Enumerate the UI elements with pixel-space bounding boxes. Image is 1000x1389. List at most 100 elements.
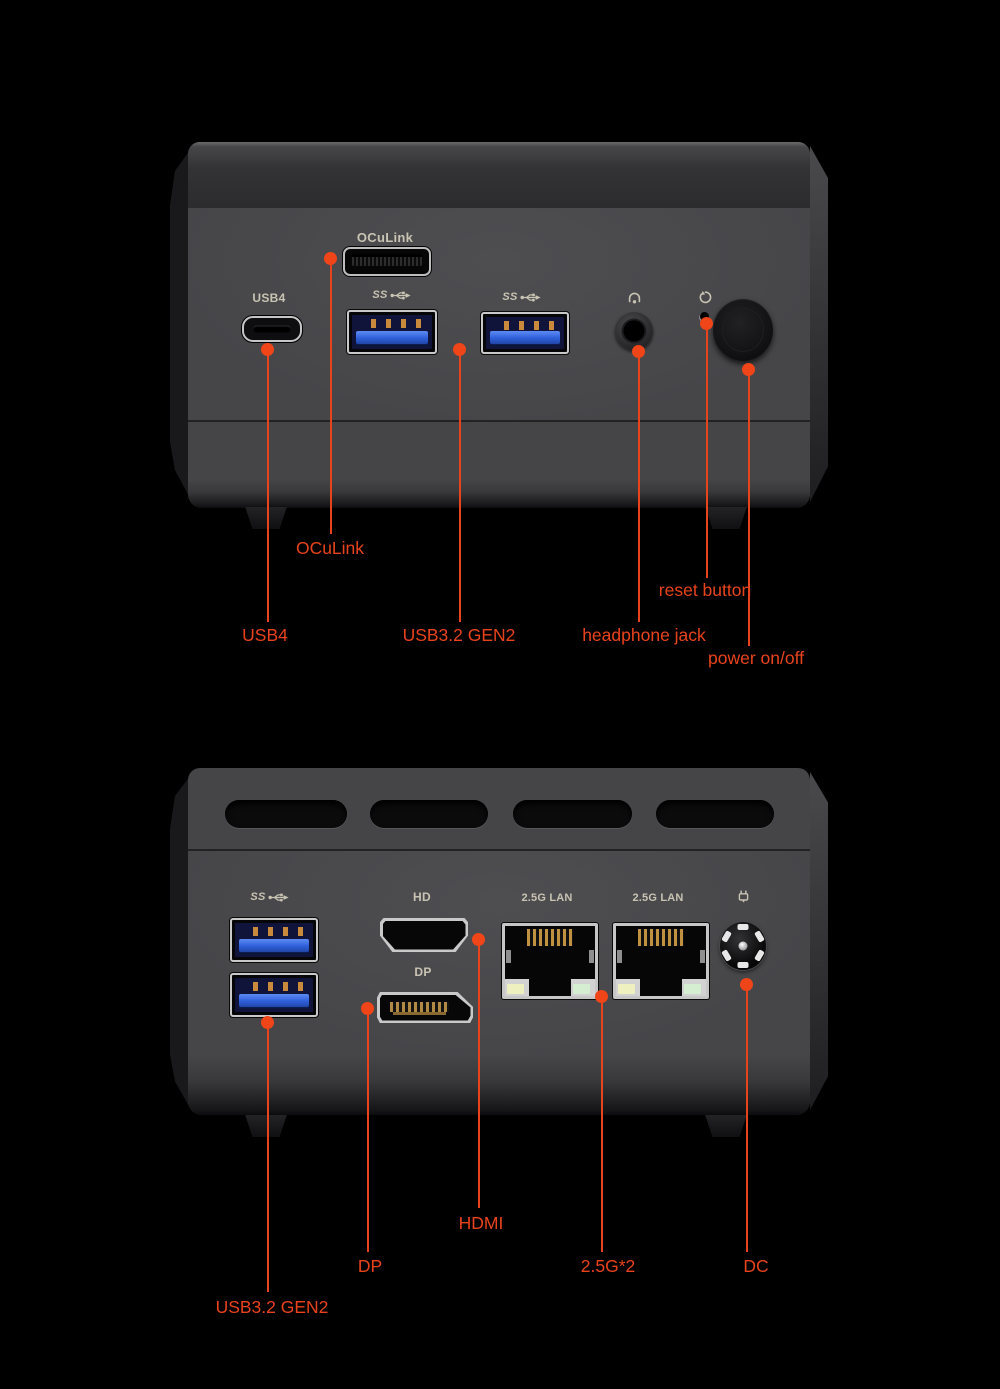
callout-label-oculink: OCuLink [295,538,365,558]
callout-label-usb4: USB4 [242,625,288,645]
rear-panel-photo: SS HD DP 2.5G LAN 2.5G LAN [170,768,828,1150]
callout-label-lan: 2.5G*2 [580,1256,636,1276]
bevel-highlight [813,168,825,226]
dc-plug-icon [738,890,749,903]
callout-line-usb32 [267,1022,269,1292]
usb-a-blue-tongue [356,331,428,344]
rubber-foot [245,507,287,529]
usb-a-port [230,973,318,1017]
rj45-led-housing [682,979,706,996]
vent-slot [225,800,347,828]
usb-superspeed-trident-icon [520,293,541,301]
lan-port [613,923,709,999]
oculink-port [343,247,431,276]
chassis-top-bevel [188,142,810,208]
usb-a-pins [361,319,423,328]
hdmi-print: HD [413,890,431,904]
dp-print: DP [414,965,432,979]
usb-a-blue-tongue [238,994,310,1007]
usb-a-cavity [352,315,432,349]
dc-center-pin [738,941,748,951]
callout-line-usb4 [267,349,269,622]
right-side-bevel [810,772,828,1110]
dc-power-jack [720,922,766,970]
usb-c-slot [253,325,291,333]
callout-line-dp [367,1008,369,1252]
lan-led-right [573,984,590,994]
callout-label-dp: DP [357,1256,383,1276]
usb-a-pins [244,927,304,936]
chassis-seam [188,849,810,851]
dp-cavity [379,994,471,1021]
right-side-bevel [810,146,828,502]
usb-a-blue-tongue [489,331,561,344]
left-side-bevel [170,150,190,498]
dp-port [377,992,473,1023]
ss-text: SS [250,891,266,903]
usb-a-blue-tongue [238,939,310,952]
callout-line-dc [746,984,748,1252]
usb-ss-print: SS [347,289,437,301]
callout-label-reset: reset button [658,580,752,600]
chassis-lower-band [188,422,810,478]
callout-dot-usb32 [261,1016,274,1029]
vent-slot [656,800,774,828]
callout-dot-power [742,363,755,376]
callout-label-dc: DC [743,1256,769,1276]
callout-dot-hdmi [472,933,485,946]
callout-dot-usb32 [453,343,466,356]
lan-led-left [507,984,524,994]
usb-ss-print: SS [477,291,567,303]
dp-pins [390,1002,449,1013]
chassis-seam [188,420,810,422]
usb-a-cavity [235,978,313,1012]
rj45-latch [700,949,705,963]
usb-a-pins [495,321,555,330]
usb-superspeed-trident-icon [390,291,411,299]
callout-dot-headphone [632,345,645,358]
callout-line-lan [601,996,603,1252]
left-side-bevel [170,776,190,1108]
callout-line-usb32 [459,349,461,622]
usb-a-cavity [235,923,313,957]
callout-label-usb32: USB3.2 GEN2 [215,1297,329,1317]
rubber-foot [245,1115,287,1137]
callout-label-power: power on/off [708,648,804,668]
oculink-slot [352,254,422,266]
usb4-type-c-port [242,316,302,342]
lan-print: 2.5G LAN [521,892,573,904]
callout-dot-dc [740,978,753,991]
hdmi-port [380,918,468,952]
rj45-led-housing [616,979,640,996]
jack-hole [623,320,645,342]
lan-led-left [618,984,635,994]
bevel-highlight [813,792,825,847]
callout-dot-lan [595,990,608,1003]
ss-text: SS [372,289,388,301]
ss-text: SS [502,291,518,303]
usb-a-cavity [486,317,564,349]
usb-superspeed-trident-icon [268,893,289,901]
lan-print: 2.5G LAN [632,892,684,904]
rj45-led-housing [571,979,595,996]
rubber-foot [705,507,747,529]
usb-a-port [230,918,318,962]
rj45-latch [589,949,594,963]
reset-icon [699,291,712,304]
callout-dot-usb4 [261,343,274,356]
rj45-latch [617,949,622,963]
callout-label-usb32: USB3.2 GEN2 [402,625,516,645]
lan-led-right [684,984,701,994]
callout-line-power [748,369,750,646]
callout-dot-reset [700,317,713,330]
lan-port [502,923,598,999]
power-button [713,299,773,361]
callout-line-oculink [330,258,332,534]
vent-slot [370,800,488,828]
rj45-led-housing [505,979,529,996]
usb4-print: USB4 [252,291,286,305]
dc-notch [737,924,749,930]
headphone-icon [628,292,641,304]
usb-ss-print: SS [225,891,315,903]
callout-label-headphone: headphone jack [582,625,706,645]
